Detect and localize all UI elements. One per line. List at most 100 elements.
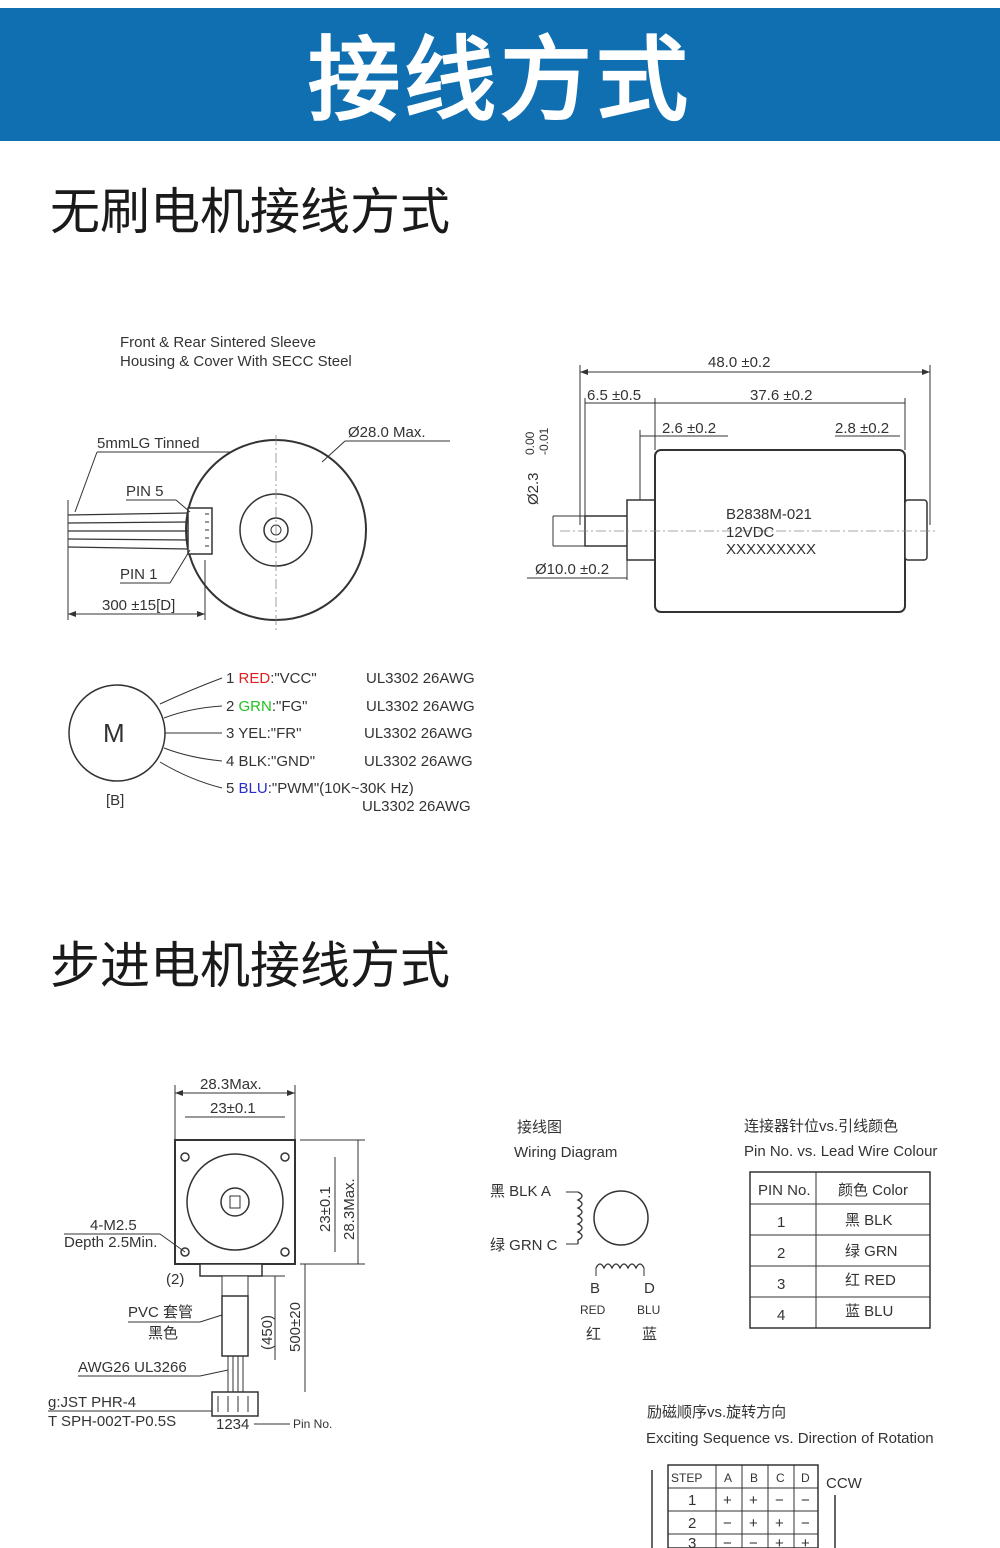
seq-cell: +: [749, 1492, 758, 1509]
wire-color-code: RED: [239, 670, 271, 687]
motor-symbol-letter: M: [103, 718, 125, 748]
pin-table-title-en: Pin No. vs. Lead Wire Colour: [744, 1143, 937, 1160]
diameter-label: Ø28.0 Max.: [348, 424, 426, 441]
sequence-table: 励磁顺序vs.旋转方向 Exciting Sequence vs. Direct…: [646, 1404, 934, 1548]
housing-note-line2: Housing & Cover With SECC Steel: [120, 353, 352, 370]
wire-row-4: 4 BLK:"GND" UL3302 26AWG: [226, 753, 473, 770]
seq-cell: 3: [688, 1535, 696, 1548]
wire-number: 2: [226, 698, 234, 715]
wire-number: 5: [226, 780, 234, 797]
seq-cell: −: [723, 1535, 732, 1548]
wire-spec: UL3302 26AWG: [364, 725, 473, 742]
seq-header: A: [724, 1471, 732, 1485]
seq-cell: −: [801, 1492, 810, 1509]
shaft-tol-top: 0.00: [523, 431, 537, 455]
wire-color-code: GRN: [239, 698, 272, 715]
awg-label: AWG26 UL3266: [78, 1359, 187, 1376]
svg-text:4 BLK:"GND": 4 BLK:"GND": [226, 753, 315, 770]
seq-header: D: [801, 1471, 810, 1485]
wire-color-code: YEL: [238, 725, 266, 742]
thread-label: 4-M2.5: [90, 1217, 137, 1234]
red-label: RED: [580, 1303, 606, 1317]
sequence-title-en: Exciting Sequence vs. Direction of Rotat…: [646, 1430, 934, 1447]
coil-a-label: 黑 BLK A: [490, 1183, 551, 1200]
svg-text:1 RED:"VCC": 1 RED:"VCC": [226, 670, 317, 687]
rotation-direction: CCW: [826, 1475, 863, 1492]
pvc-color: 黑色: [148, 1325, 178, 1342]
seq-cell: −: [749, 1535, 758, 1548]
seq-cell: −: [801, 1515, 810, 1532]
pin-table-cell: 4: [777, 1307, 785, 1324]
seq-header: STEP: [671, 1471, 702, 1485]
pin-table-cell: 2: [777, 1245, 785, 1262]
sequence-title-cn: 励磁顺序vs.旋转方向: [647, 1404, 786, 1421]
connector-label: g:JST PHR-4: [48, 1394, 136, 1411]
pin-table-cell: 1: [777, 1214, 785, 1231]
motor-serial: XXXXXXXXX: [726, 541, 816, 558]
wire-signal: :"GND": [267, 753, 315, 770]
banner-title: 接线方式: [307, 27, 692, 134]
seq-cell: −: [723, 1515, 732, 1532]
motor-voltage: 12VDC: [726, 524, 775, 541]
wire-signal: :"FR": [267, 725, 302, 742]
bldc-section-title: 无刷电机接线方式: [50, 183, 450, 241]
svg-text:5 BLU:"PWM"(10K~30K Hz): 5 BLU:"PWM"(10K~30K Hz): [226, 780, 414, 797]
pin-table-header-color: 颜色 Color: [838, 1182, 908, 1199]
seq-cell: +: [801, 1535, 810, 1548]
wiring-title-en: Wiring Diagram: [514, 1144, 617, 1161]
total-length: 48.0 ±0.2: [708, 354, 770, 371]
wire-row-3: 3 YEL:"FR" UL3302 26AWG: [226, 725, 473, 742]
blu-label: BLU: [637, 1303, 660, 1317]
seq-cell: +: [775, 1515, 784, 1532]
wire-signal: :"FG": [272, 698, 308, 715]
stepper-max-height: 28.3Max.: [341, 1178, 358, 1240]
wire-spec: UL3302 26AWG: [366, 698, 475, 715]
seq-header: B: [750, 1471, 758, 1485]
wire-number: 3: [226, 725, 234, 742]
wire-number: 1: [226, 670, 234, 687]
seq-header: C: [776, 1471, 785, 1485]
tinned-label: 5mmLG Tinned: [97, 435, 200, 452]
stepper-max-width: 28.3Max.: [200, 1076, 262, 1093]
pin-table-cell: 3: [777, 1276, 785, 1293]
pin-no-label: Pin No.: [293, 1417, 332, 1431]
wire-row-1: 1 RED:"VCC" UL3302 26AWG: [226, 670, 475, 687]
stepper-wiring-diagram: 接线图 Wiring Diagram 黑 BLK A 绿 GRN C B D R…: [490, 1119, 660, 1343]
housing-note-line1: Front & Rear Sintered Sleeve: [120, 334, 316, 351]
lead-450: (450): [259, 1315, 276, 1350]
wire-color-code: BLK: [239, 753, 267, 770]
motor-model: B2838M-021: [726, 506, 812, 523]
stepper-body: [174, 1139, 296, 1265]
note-2: (2): [166, 1271, 184, 1288]
seq-cell: +: [749, 1515, 758, 1532]
blu-cn-label: 蓝: [642, 1326, 657, 1343]
stepper-drawing: 28.3Max. 23±0.1 23±0.1 28.3Max. 4-M2.5 D…: [48, 1076, 365, 1433]
pin-table-cell: 红 RED: [845, 1272, 896, 1289]
body-length: 37.6 ±0.2: [750, 387, 812, 404]
lead-length-label: 300 ±15[D]: [102, 597, 175, 614]
pin1-label: PIN 1: [120, 566, 158, 583]
terminal-label: T SPH-002T-P0.5S: [48, 1413, 176, 1430]
connector: [187, 507, 213, 555]
rear-boss: 2.8 ±0.2: [835, 420, 889, 437]
seq-cell: +: [723, 1492, 732, 1509]
shaft-length: 6.5 ±0.5: [587, 387, 641, 404]
coil-c-label: 绿 GRN C: [490, 1237, 558, 1254]
seq-cell: −: [775, 1492, 784, 1509]
depth-label: Depth 2.5Min.: [64, 1234, 157, 1251]
pin-table-cell: 黑 BLK: [845, 1212, 893, 1229]
pin-table-header-pin: PIN No.: [758, 1182, 811, 1199]
pin-digits: 1234: [216, 1416, 249, 1433]
wiring-title-cn: 接线图: [517, 1119, 562, 1136]
coil-d-label: D: [644, 1280, 655, 1297]
stepper-hole-spacing: 23±0.1: [210, 1100, 256, 1117]
lead-500: 500±20: [287, 1302, 304, 1352]
red-cn-label: 红: [586, 1326, 601, 1343]
seq-cell: +: [775, 1535, 784, 1548]
pin5-label: PIN 5: [126, 483, 164, 500]
pin-table-title-cn: 连接器针位vs.引线颜色: [744, 1118, 898, 1135]
wire-spec: UL3302 26AWG: [362, 798, 471, 815]
wire-row-2: 2 GRN:"FG" UL3302 26AWG: [226, 698, 475, 715]
svg-text:3 YEL:"FR": 3 YEL:"FR": [226, 725, 301, 742]
wire-spec: UL3302 26AWG: [364, 753, 473, 770]
